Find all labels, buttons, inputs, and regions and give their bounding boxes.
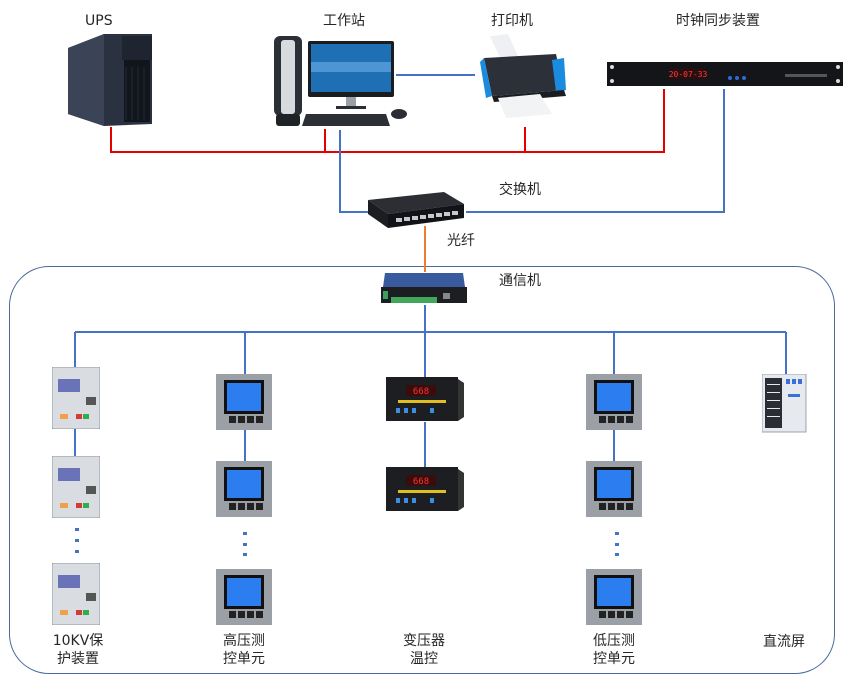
- protection-device-2-icon[interactable]: [52, 456, 100, 518]
- hv-meter-2-icon[interactable]: [216, 461, 272, 517]
- transformer-temp-label: 变压器 温控: [394, 632, 454, 668]
- protection-label-line2: 护装置: [57, 651, 99, 667]
- fiber-label: 光纤: [447, 233, 475, 249]
- transformer-display-1: 668: [413, 387, 429, 397]
- field-layer-frame: [9, 266, 835, 674]
- comm-unit-icon[interactable]: [379, 271, 469, 307]
- data-line-workstation-switch: [339, 130, 368, 213]
- hv-measure-label-line2: 控单元: [223, 651, 265, 667]
- dot: [75, 528, 79, 531]
- hv-meter-1-icon[interactable]: [216, 374, 272, 430]
- protection-device-n-icon[interactable]: [52, 563, 100, 625]
- printer-icon[interactable]: [478, 32, 568, 120]
- lv-meter-1-icon[interactable]: [586, 374, 642, 430]
- hv-measure-label: 高压测 控单元: [214, 632, 274, 668]
- lv-measure-label-line2: 控单元: [593, 651, 635, 667]
- switch-icon[interactable]: [366, 188, 466, 230]
- dot: [243, 543, 247, 546]
- dot: [75, 550, 79, 553]
- lv-measure-label-line1: 低压测: [593, 633, 635, 649]
- ups-label: UPS: [85, 13, 113, 29]
- clock-display: 20-07-33: [669, 70, 708, 79]
- transformer-display-2: 668: [413, 477, 429, 487]
- ellipsis-dots: [75, 528, 619, 556]
- transformer-temp-label-line1: 变压器: [403, 633, 445, 649]
- hv-meter-n-icon[interactable]: [216, 569, 272, 625]
- dot: [243, 532, 247, 535]
- protection-device-1-icon[interactable]: [52, 367, 100, 429]
- power-lines: [110, 89, 665, 153]
- protection-label-line1: 10KV保: [52, 633, 104, 649]
- switch-label: 交换机: [499, 182, 541, 198]
- dot: [243, 553, 247, 556]
- dot: [615, 553, 619, 556]
- clock-sync-icon[interactable]: 20-07-33: [607, 62, 843, 88]
- protection-label: 10KV保 护装置: [48, 632, 108, 668]
- data-lines: [74, 74, 787, 467]
- ups-icon[interactable]: [64, 32, 156, 128]
- hv-measure-label-line1: 高压测: [223, 633, 265, 649]
- dot: [75, 539, 79, 542]
- workstation-label: 工作站: [323, 13, 365, 29]
- workstation-icon[interactable]: [272, 32, 408, 130]
- printer-label: 打印机: [491, 13, 533, 29]
- comm-unit-label: 通信机: [499, 273, 541, 289]
- data-line-clock-switch: [466, 89, 725, 213]
- power-line-ups: [110, 89, 665, 153]
- transformer-temp-2-icon[interactable]: 668: [386, 467, 464, 512]
- transformer-temp-1-icon[interactable]: 668: [386, 377, 464, 422]
- transformer-temp-label-line2: 温控: [410, 651, 438, 667]
- clock-sync-label: 时钟同步装置: [676, 13, 760, 29]
- lv-meter-2-icon[interactable]: [586, 461, 642, 517]
- dot: [615, 543, 619, 546]
- lv-meter-n-icon[interactable]: [586, 569, 642, 625]
- dc-panel-label: 直流屏: [763, 634, 805, 650]
- dot: [615, 532, 619, 535]
- lv-measure-label: 低压测 控单元: [584, 632, 644, 668]
- dc-panel-icon[interactable]: [762, 374, 808, 434]
